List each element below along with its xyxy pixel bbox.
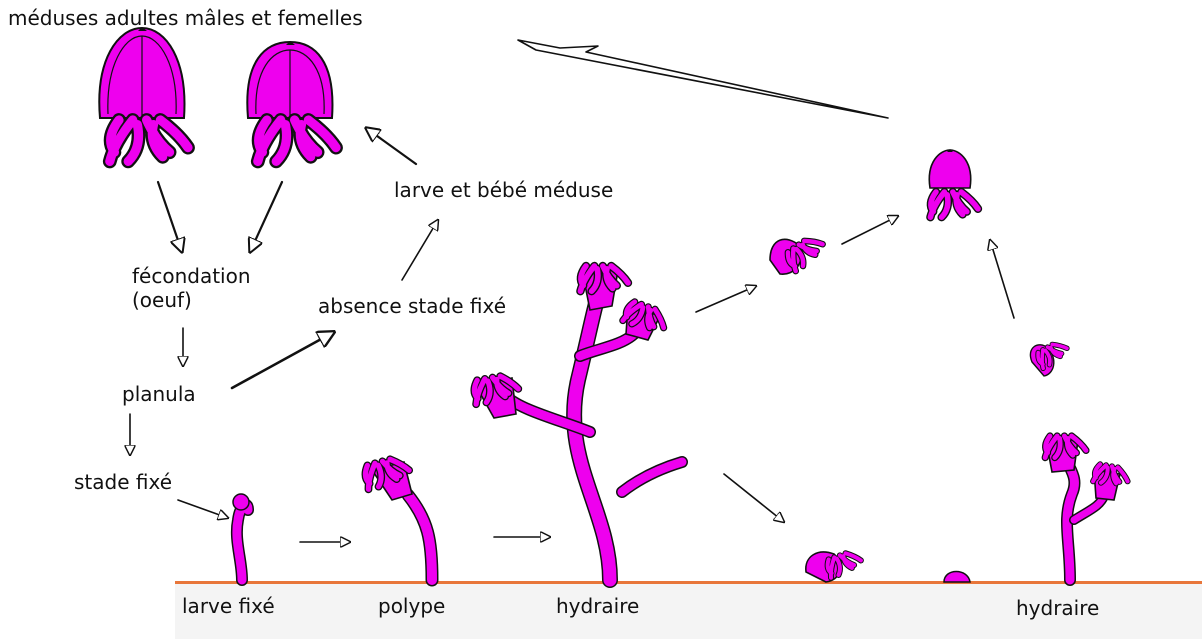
arrow-return-to-adults bbox=[518, 40, 888, 118]
baby-medusa-2 bbox=[1030, 339, 1069, 376]
planula-label: planula bbox=[122, 382, 196, 406]
arrow-stade-to-larve-fixe bbox=[178, 500, 228, 518]
arrow-planula-to-absence bbox=[232, 332, 334, 388]
young-medusa bbox=[929, 149, 978, 217]
title-label: méduses adultes mâles et femelles bbox=[8, 6, 363, 30]
adult-medusa-female bbox=[247, 41, 336, 161]
larve-bebe-meduse-label: larve et bébé méduse bbox=[394, 178, 613, 202]
bud-medusa-ground bbox=[806, 549, 863, 582]
settled-bud bbox=[944, 572, 970, 583]
arrow-male-to-fecondation bbox=[158, 182, 182, 252]
hydraire-label-2: hydraire bbox=[1016, 596, 1099, 620]
arrow-hydraire-to-ground-bud bbox=[724, 474, 784, 522]
absence-stade-fixe-label: absence stade fixé bbox=[318, 294, 506, 318]
arrow-larve-to-adults bbox=[366, 128, 416, 164]
arrow-bud-to-medusa bbox=[990, 240, 1014, 318]
polyp bbox=[362, 455, 432, 580]
baby-medusa-1 bbox=[770, 233, 826, 274]
fecondation-label: fécondation (oeuf) bbox=[132, 264, 251, 312]
hydraire-label-1: hydraire bbox=[556, 594, 639, 618]
adult-medusa-male bbox=[99, 27, 188, 161]
arrow-baby-to-medusa bbox=[842, 216, 898, 244]
arrow-hydraire-to-baby bbox=[696, 286, 756, 312]
polype-label: polype bbox=[378, 594, 445, 618]
larve-fixe-label: larve fixé bbox=[182, 594, 275, 618]
arrow-female-to-fecondation bbox=[250, 182, 282, 252]
hydroid-colony-2 bbox=[1045, 436, 1129, 580]
stade-fixe-label: stade fixé bbox=[74, 470, 172, 494]
arrow-absence-to-larve bbox=[402, 220, 438, 280]
